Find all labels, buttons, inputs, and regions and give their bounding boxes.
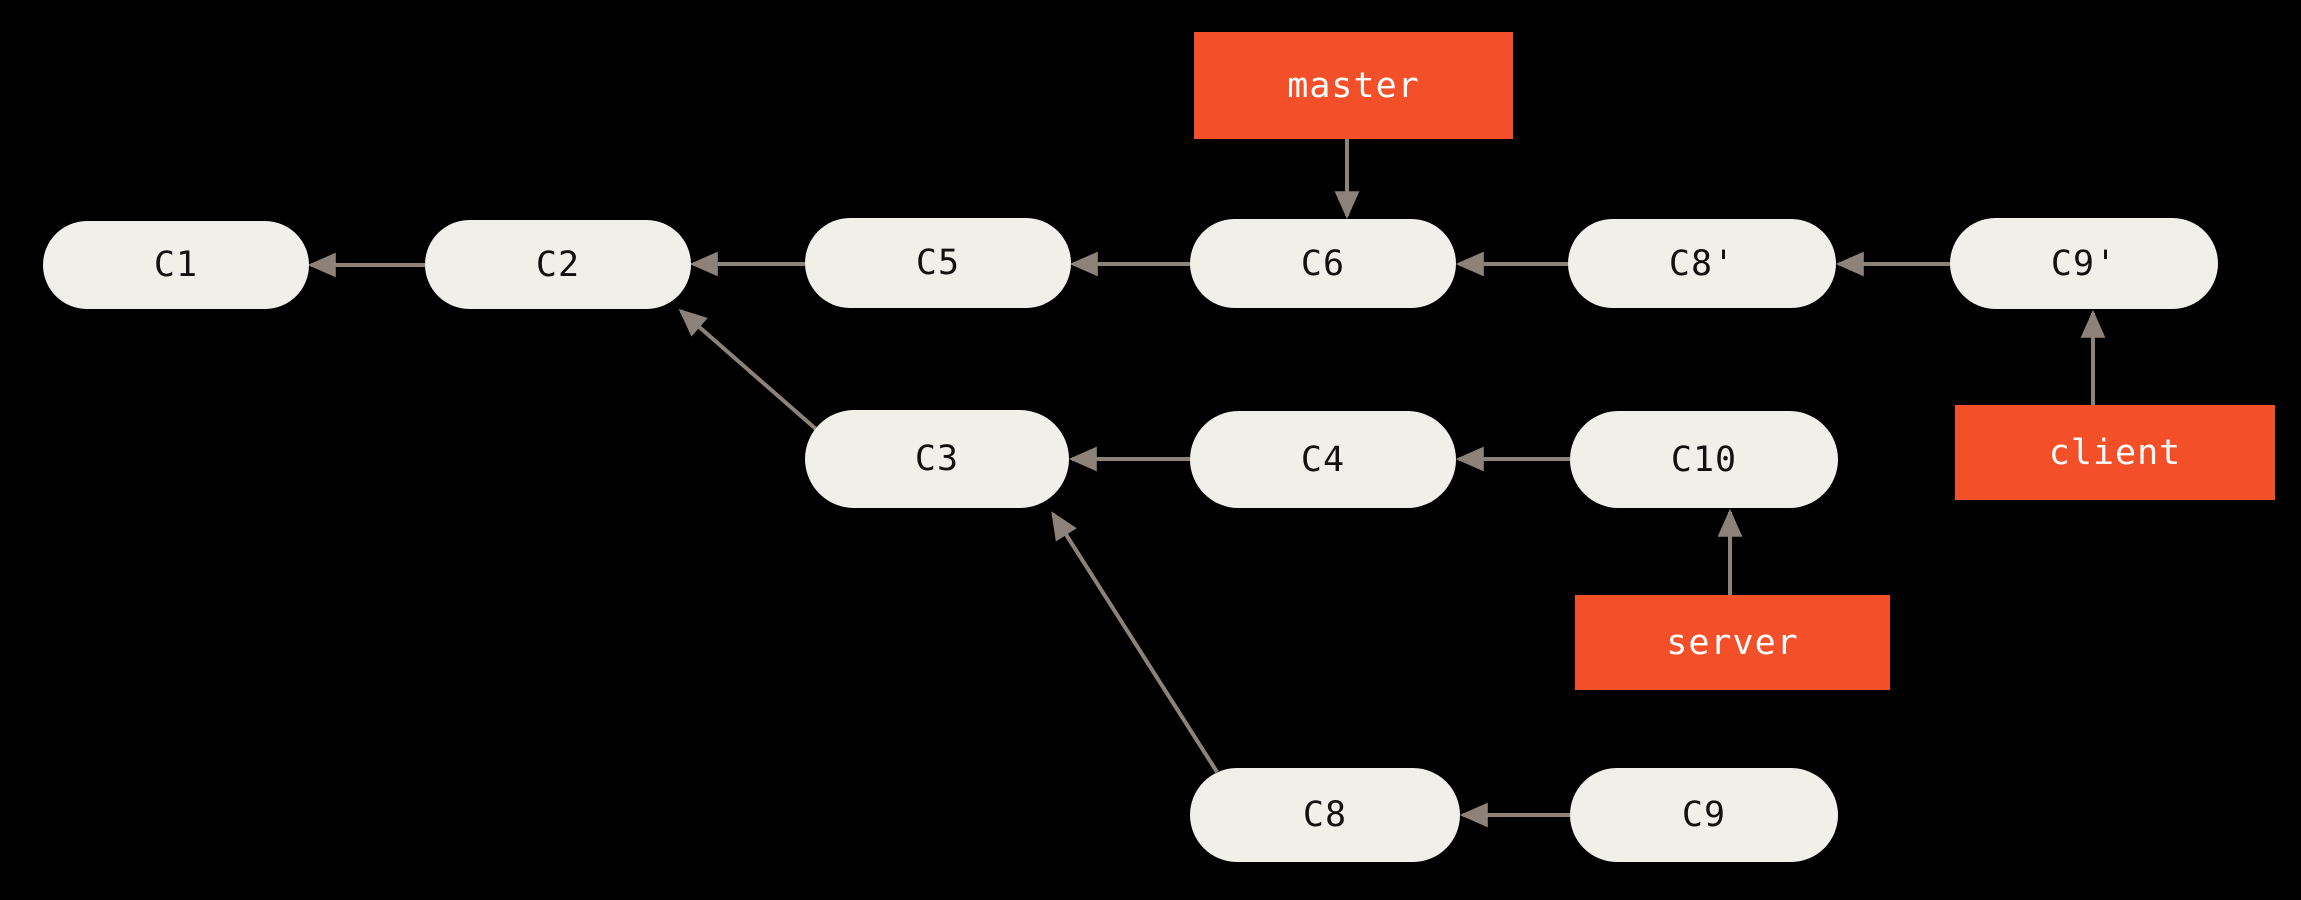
commit-label: C3: [914, 439, 960, 479]
commit-node-c8[interactable]: C8: [1190, 768, 1460, 862]
commit-label: C9': [2050, 243, 2118, 284]
commit-label: C4: [1300, 439, 1346, 480]
commit-label: C10: [1670, 439, 1738, 480]
commit-node-c9p[interactable]: C9': [1950, 218, 2218, 309]
edge-c8-to-c3: [1051, 511, 1219, 774]
commit-node-c9[interactable]: C9: [1570, 768, 1838, 862]
commit-label: C1: [153, 245, 199, 285]
branch-ref-label: master: [1287, 65, 1420, 106]
commit-label: C8': [1668, 243, 1736, 284]
branch-ref-client[interactable]: client: [1955, 405, 2275, 500]
branch-ref-master[interactable]: master: [1194, 32, 1513, 139]
commit-node-c4[interactable]: C4: [1190, 411, 1456, 508]
commit-node-c5[interactable]: C5: [805, 218, 1071, 308]
commit-label: C2: [535, 244, 581, 285]
commit-node-c10[interactable]: C10: [1570, 411, 1838, 508]
branch-ref-server[interactable]: server: [1575, 595, 1890, 690]
commit-node-c1[interactable]: C1: [43, 221, 309, 309]
edge-c3-to-c2: [678, 308, 819, 432]
commit-node-c8p[interactable]: C8': [1568, 219, 1836, 308]
commit-node-c6[interactable]: C6: [1190, 219, 1456, 308]
commit-label: C5: [915, 243, 961, 283]
branch-ref-label: client: [2048, 432, 2182, 473]
commit-label: C9: [1681, 795, 1727, 835]
commit-node-c3[interactable]: C3: [805, 410, 1069, 508]
commit-label: C6: [1300, 243, 1346, 284]
commit-node-c2[interactable]: C2: [425, 220, 691, 309]
commit-label: C8: [1302, 795, 1348, 835]
branch-ref-label: server: [1666, 622, 1799, 663]
